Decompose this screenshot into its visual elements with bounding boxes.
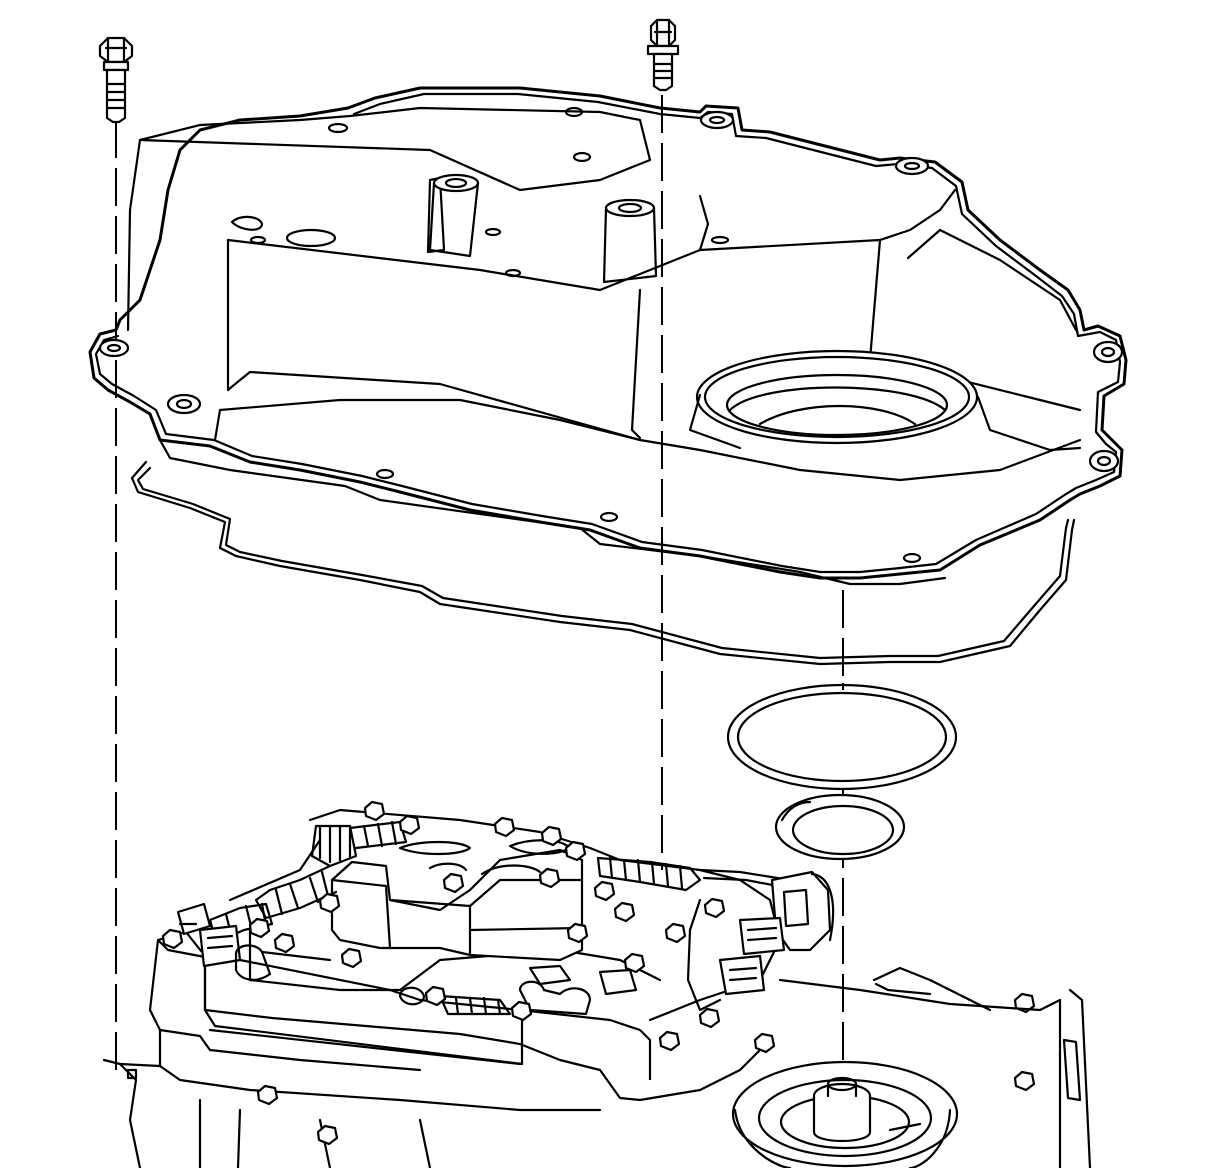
right-bolt bbox=[646, 18, 680, 92]
left-bolt bbox=[98, 36, 134, 124]
o-ring-large bbox=[726, 683, 958, 791]
seal-small bbox=[774, 793, 906, 861]
cover bbox=[88, 86, 1128, 586]
gasket bbox=[130, 460, 1076, 666]
valve-body-assembly bbox=[102, 800, 1092, 1170]
reference-mark bbox=[126, 1068, 138, 1080]
valve-body-bolts bbox=[161, 800, 1036, 1146]
